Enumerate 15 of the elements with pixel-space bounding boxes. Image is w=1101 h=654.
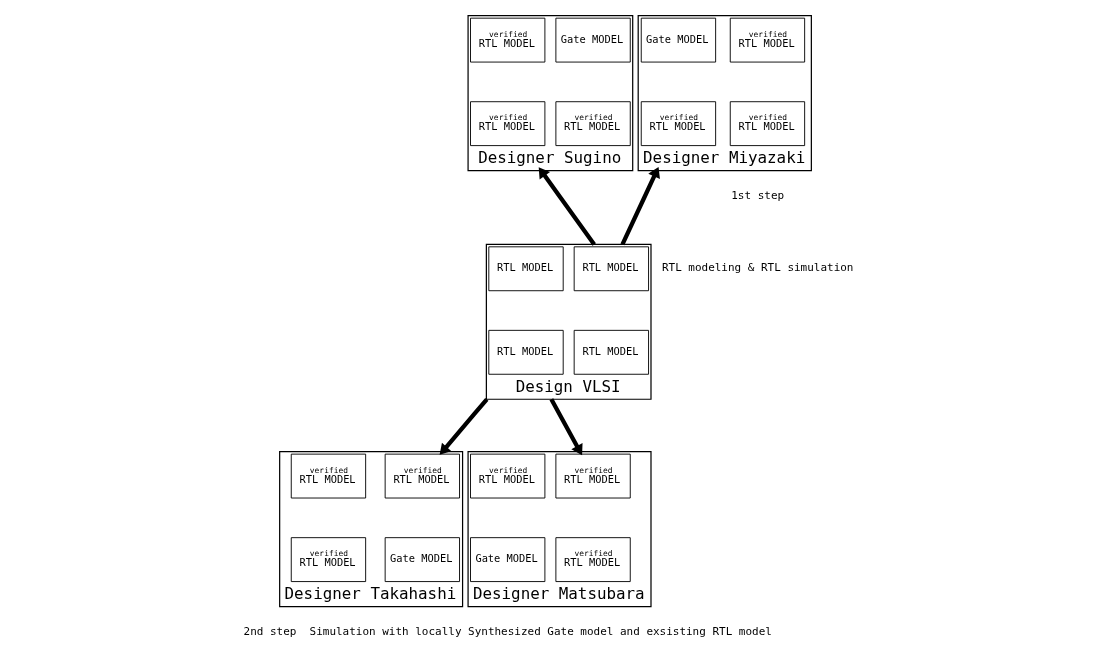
arrow (538, 167, 596, 246)
node-box: Gate MODEL (554, 17, 631, 63)
node-box: RTL MODEL (573, 329, 649, 375)
label: 1st step (730, 188, 784, 202)
arrow (620, 166, 660, 246)
label: RTL modeling & RTL simulation (661, 261, 853, 275)
node-box: Gate MODEL (640, 17, 716, 63)
label: 2nd step Simulation with locally Synthesized Gate model and exsisting RTL model (243, 624, 772, 638)
node-box: Gate MODEL (469, 537, 545, 582)
node-box: RTL MODEL (487, 329, 564, 375)
node-box: RTL MODEL (487, 246, 564, 292)
arrow (549, 398, 583, 456)
node-box: Gate MODEL (384, 537, 460, 582)
node-box: RTL MODEL (573, 246, 649, 292)
arrow (439, 397, 488, 455)
